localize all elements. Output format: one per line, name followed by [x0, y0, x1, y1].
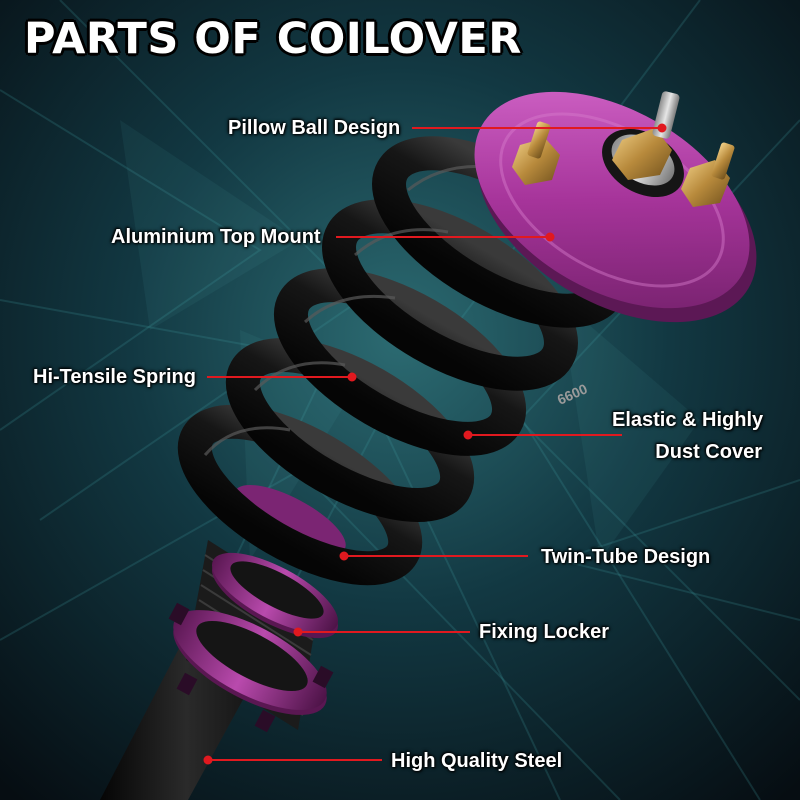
- label-elastic-dust-cover-line1: Elastic & Highly: [612, 409, 764, 431]
- label-elastic-dust-cover: Elastic & Highly Dust Cover: [612, 404, 764, 468]
- label-twin-tube-design: Twin-Tube Design: [541, 546, 711, 568]
- label-fixing-locker: Fixing Locker: [479, 621, 610, 643]
- label-elastic-dust-cover-line2: Dust Cover: [655, 441, 762, 463]
- label-hi-tensile-spring: Hi-Tensile Spring: [33, 366, 196, 388]
- label-pillow-ball-design: Pillow Ball Design: [228, 117, 401, 139]
- pillow-ball-icon: [602, 91, 684, 198]
- label-high-quality-steel: High Quality Steel: [391, 750, 563, 772]
- label-aluminium-top-mount: Aluminium Top Mount: [111, 226, 321, 248]
- page-title: PARTS OF COILOVER: [24, 14, 522, 64]
- bolt-icon: [512, 121, 735, 207]
